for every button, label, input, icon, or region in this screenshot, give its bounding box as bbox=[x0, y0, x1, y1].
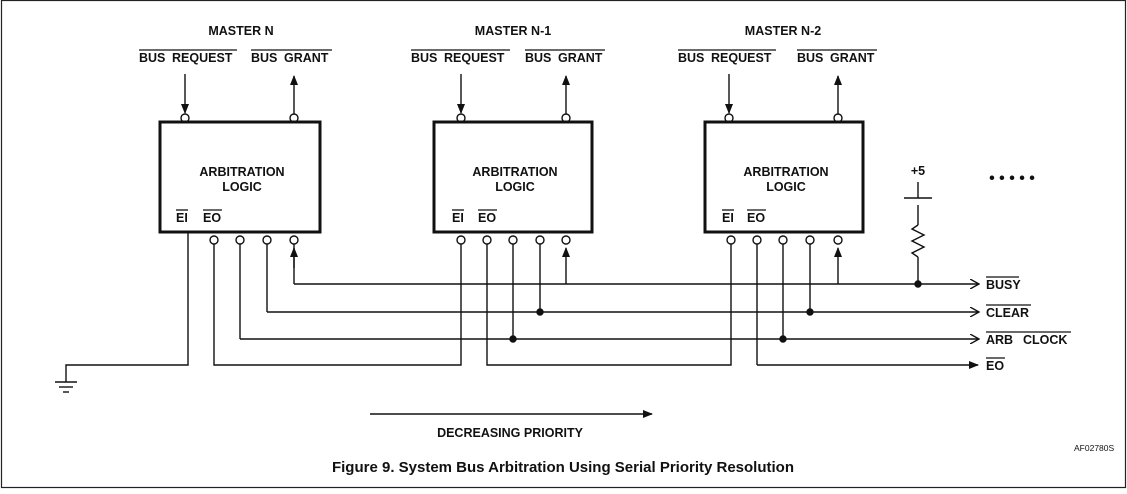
master-n-1-logic-line2: LOGIC bbox=[495, 180, 535, 194]
master-n-2-bus-grant-b: GRANT bbox=[830, 51, 875, 65]
signal-clock-label: CLOCK bbox=[1023, 333, 1067, 347]
master-n-2-bus-request-b: REQUEST bbox=[711, 51, 772, 65]
master-n-1-bus-grant-b: GRANT bbox=[558, 51, 603, 65]
master-n-title: MASTER N bbox=[208, 24, 273, 38]
bus-wiring bbox=[55, 182, 978, 418]
master-n-bus-grant-b: GRANT bbox=[284, 51, 329, 65]
master-n-arbitration-logic bbox=[158, 120, 322, 234]
master-n-1-title: MASTER N-1 bbox=[475, 24, 551, 38]
master-n-2-block: MASTER N-2 BUS REQUEST BUS GRANT ARBITRA… bbox=[678, 24, 877, 245]
master-n-eo: EO bbox=[203, 211, 221, 225]
signal-eo-label: EO bbox=[986, 359, 1004, 373]
master-n-bus-request-a: BUS bbox=[139, 51, 165, 65]
master-n-1-bus-grant-a: BUS bbox=[525, 51, 551, 65]
master-n-2-ei: EI bbox=[722, 211, 734, 225]
master-n-2-title: MASTER N-2 bbox=[745, 24, 821, 38]
master-n-2-logic-line2: LOGIC bbox=[766, 180, 806, 194]
continuation-dots: • • • • • bbox=[989, 170, 1035, 187]
master-n-ei: EI bbox=[176, 211, 188, 225]
signal-clear-label: CLEAR bbox=[986, 306, 1029, 320]
master-n-bus-request-b: REQUEST bbox=[172, 51, 233, 65]
supply-voltage-label: +5 bbox=[911, 164, 925, 178]
master-n-2-bus-grant-a: BUS bbox=[797, 51, 823, 65]
master-n-1-bus-request-a: BUS bbox=[411, 51, 437, 65]
master-n-bus-grant-a: BUS bbox=[251, 51, 277, 65]
master-n-logic-line2: LOGIC bbox=[222, 180, 262, 194]
master-n-2-arbitration-logic bbox=[703, 120, 865, 234]
signal-busy-label: BUSY bbox=[986, 278, 1021, 292]
master-n-logic-line1: ARBITRATION bbox=[199, 165, 284, 179]
master-n-2-bus-request-a: BUS bbox=[678, 51, 704, 65]
master-n-1-arbitration-logic bbox=[432, 120, 594, 234]
signal-labels: BUSY CLEAR ARB CLOCK EO bbox=[986, 276, 1071, 373]
master-n-1-ei: EI bbox=[452, 211, 464, 225]
figure-code: AF02780S bbox=[1074, 443, 1114, 453]
master-n-1-block: MASTER N-1 BUS REQUEST BUS GRANT ARBITRA… bbox=[411, 24, 605, 245]
master-n-1-logic-line1: ARBITRATION bbox=[472, 165, 557, 179]
master-n-2-eo: EO bbox=[747, 211, 765, 225]
master-n-2-logic-line1: ARBITRATION bbox=[743, 165, 828, 179]
master-n-1-eo: EO bbox=[478, 211, 496, 225]
master-n-block: MASTER N BUS REQUEST BUS GRANT ARBITRATI… bbox=[139, 24, 332, 245]
master-n-1-bus-request-b: REQUEST bbox=[444, 51, 505, 65]
figure-caption: Figure 9. System Bus Arbitration Using S… bbox=[332, 459, 794, 476]
signal-arb-label: ARB bbox=[986, 333, 1013, 347]
priority-label: DECREASING PRIORITY bbox=[437, 426, 584, 440]
